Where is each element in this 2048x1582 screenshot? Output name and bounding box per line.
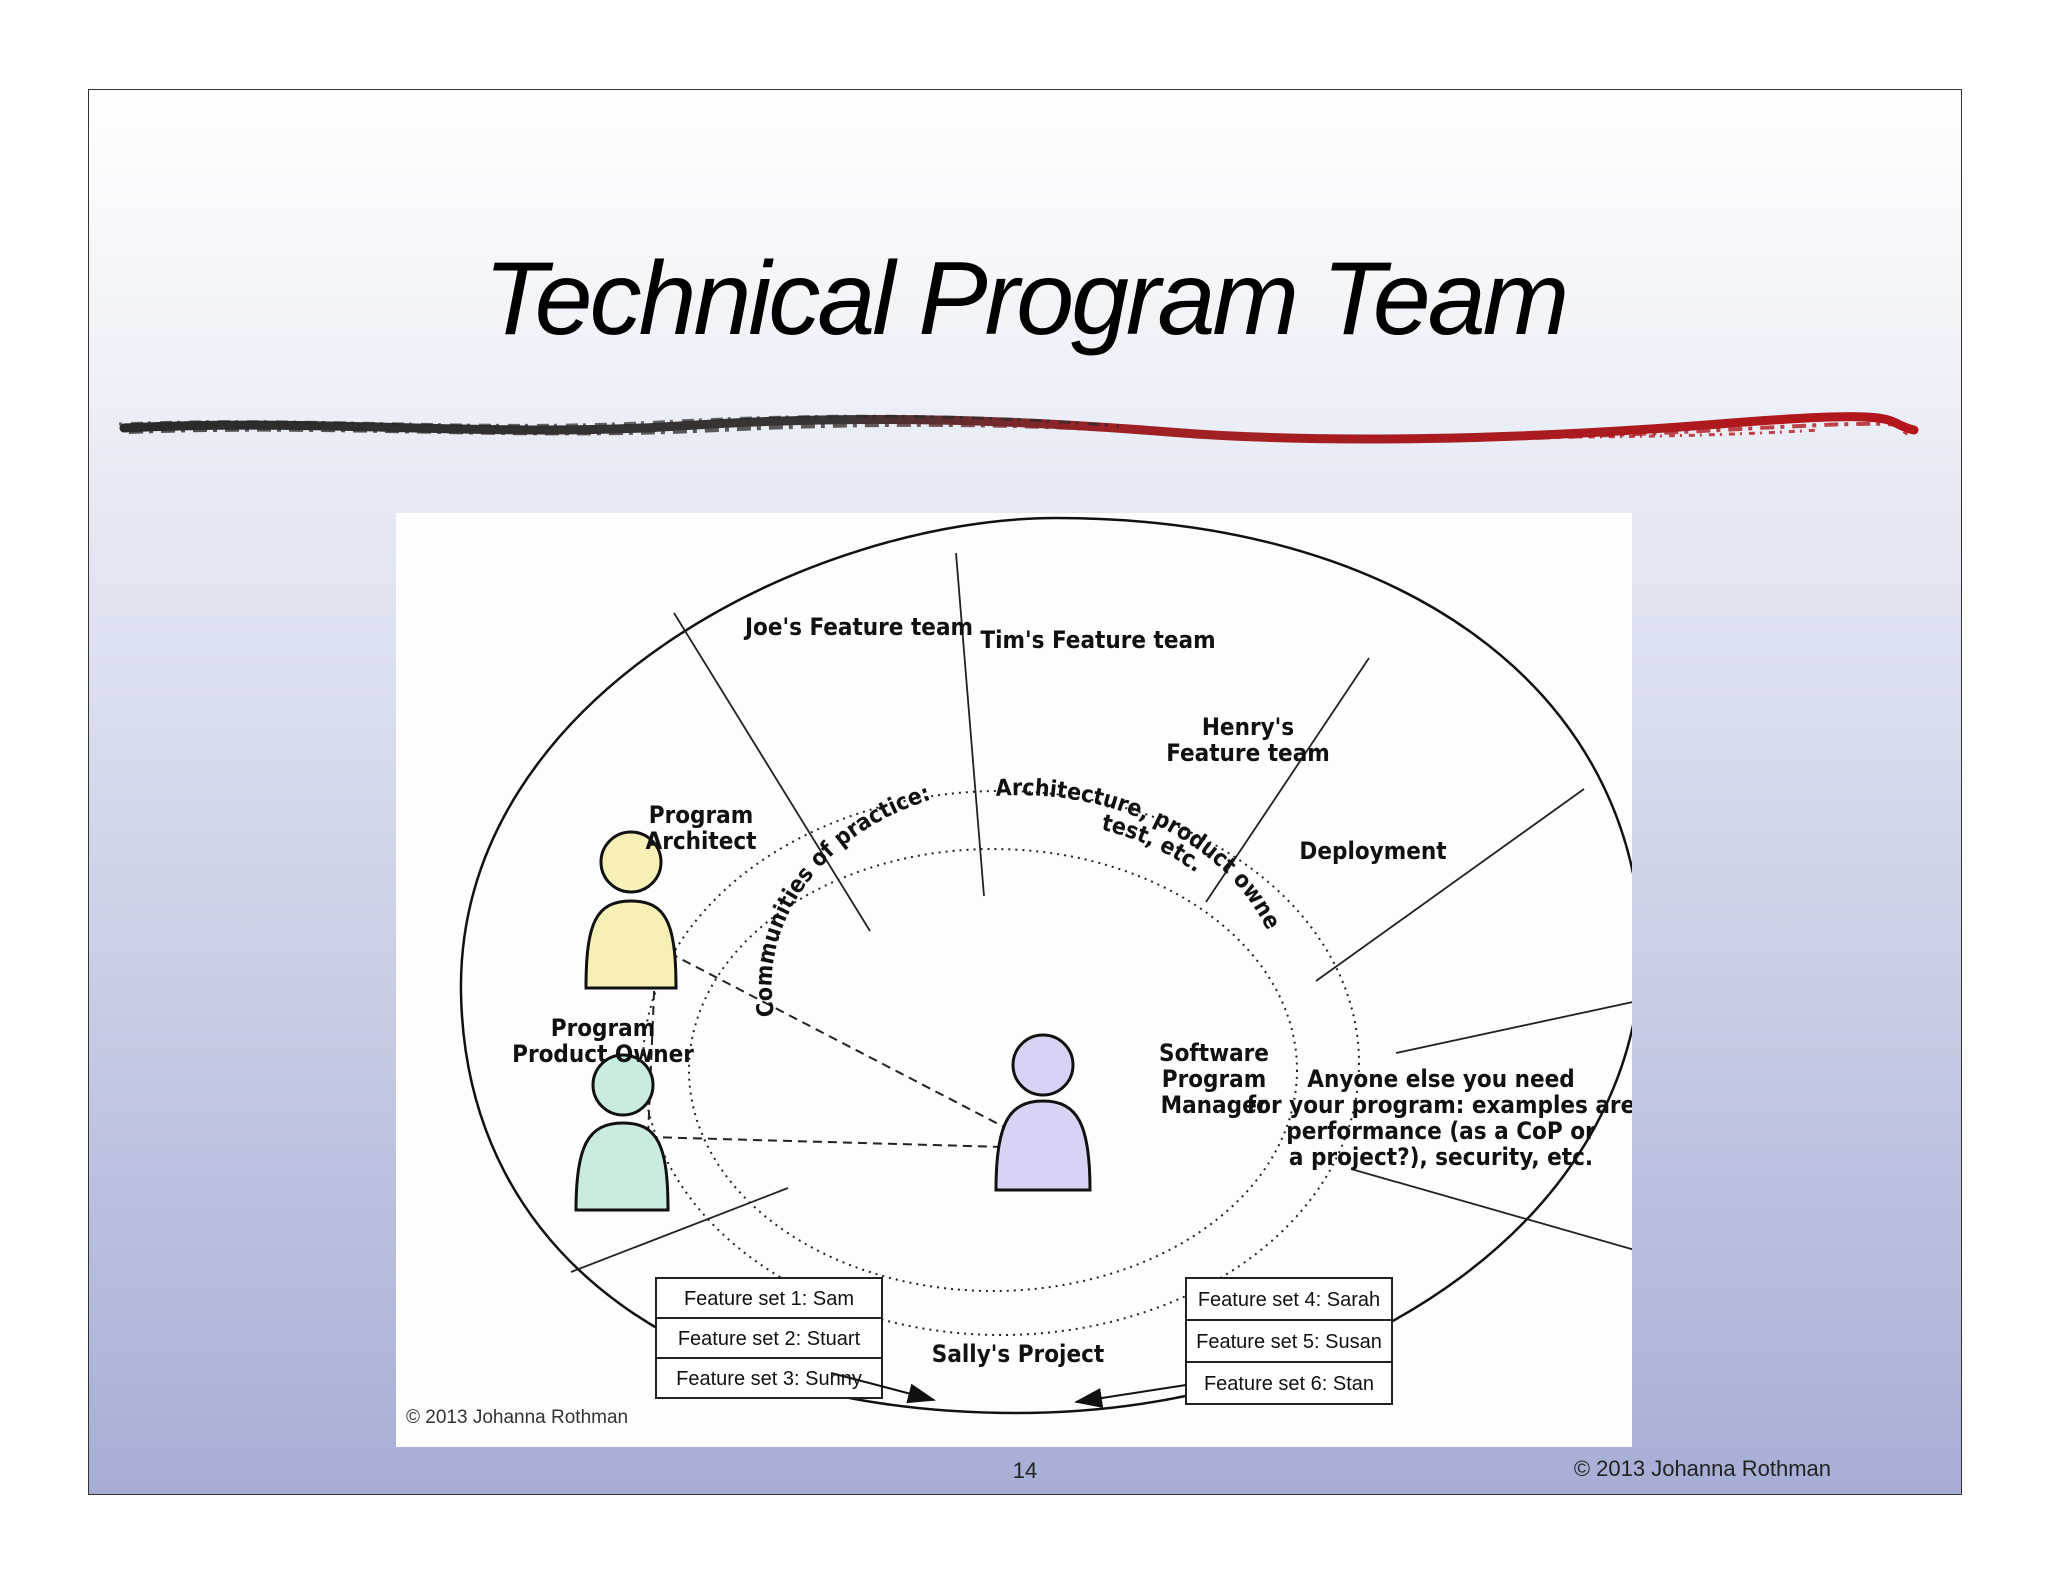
wedge-label-tim: Tim's Feature team xyxy=(980,626,1215,654)
communities-label-right: Architecture, product owner, xyxy=(396,513,1285,934)
program-product-owner-figure xyxy=(574,1053,670,1212)
feature-set-3: Feature set 3: Sunny xyxy=(676,1368,862,1390)
wedge-label-henry-2: Feature team xyxy=(1166,739,1330,767)
software-program-manager-figure xyxy=(994,1033,1092,1192)
project-label: Sally's Project xyxy=(932,1340,1104,1368)
wedge-label-anyone-3: performance (as a CoP or xyxy=(1286,1117,1596,1145)
role-manager-3: Manager xyxy=(1161,1091,1268,1119)
feature-set-2: Feature set 2: Stuart xyxy=(678,1328,861,1350)
role-manager-2: Program xyxy=(1162,1065,1266,1093)
project-arrows xyxy=(830,1372,1187,1408)
communities-inner-ring xyxy=(688,848,1298,1292)
wedge-label-anyone-2: for your program: examples are xyxy=(1247,1091,1632,1119)
wedge-label-anyone-4: a project?), security, etc. xyxy=(1289,1143,1593,1171)
communities-label-left: Communities of practice: xyxy=(751,780,933,1018)
role-product-owner-2: Product Owner xyxy=(512,1040,694,1068)
brush-stroke-divider xyxy=(119,412,1919,444)
role-product-owner-1: Program xyxy=(551,1014,655,1042)
reporting-lines xyxy=(647,945,1005,1148)
footer-copyright: © 2013 Johanna Rothman xyxy=(1573,1456,1831,1481)
feature-set-5: Feature set 5: Susan xyxy=(1196,1331,1382,1353)
page-number: 14 xyxy=(1012,1458,1038,1483)
wedge-label-deployment: Deployment xyxy=(1299,837,1446,865)
communities-outer-ring xyxy=(642,790,1360,1336)
role-architect-1: Program xyxy=(649,801,753,829)
wedge-label-joe: Joe's Feature team xyxy=(743,613,973,641)
slide-title: Technical Program Team xyxy=(483,241,1569,357)
role-architect-2: Architect xyxy=(645,827,756,855)
team-diagram: Joe's Feature team Tim's Feature team He… xyxy=(396,513,1632,1447)
wedge-label-henry-1: Henry's xyxy=(1202,713,1294,741)
feature-sets-right: Feature set 4: Sarah Feature set 5: Susa… xyxy=(1185,1277,1393,1405)
slide: Technical Program Team xyxy=(88,89,1962,1495)
feature-set-1: Feature set 1: Sam xyxy=(684,1288,854,1310)
feature-set-4: Feature set 4: Sarah xyxy=(1198,1289,1380,1311)
wedge-dividers xyxy=(570,552,1632,1273)
figure-copyright: © 2013 Johanna Rothman xyxy=(406,1407,628,1428)
wedge-label-anyone-1: Anyone else you need xyxy=(1307,1065,1575,1093)
feature-set-6: Feature set 6: Stan xyxy=(1204,1373,1374,1395)
role-manager-1: Software xyxy=(1159,1039,1269,1067)
feature-sets-left: Feature set 1: Sam Feature set 2: Stuart… xyxy=(655,1277,883,1399)
program-architect-figure xyxy=(584,830,678,990)
